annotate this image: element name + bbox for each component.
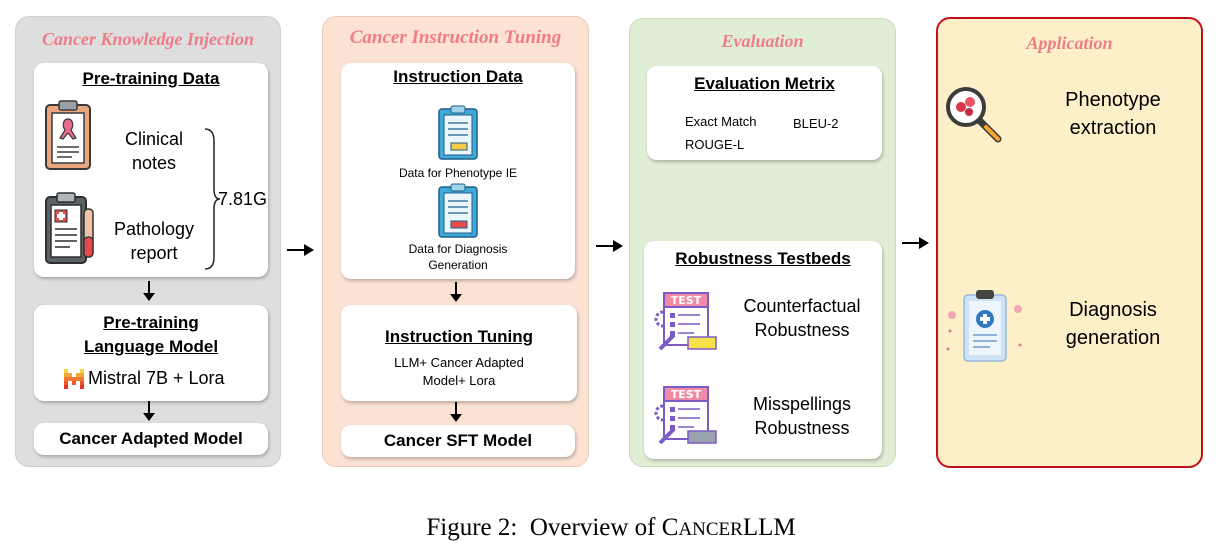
svg-text:TEST: TEST (671, 294, 702, 307)
robustness-testbeds-title: Robustness Testbeds (675, 249, 851, 268)
diagnosis-data-label-line2: Generation (428, 258, 488, 272)
caption-cap-c: C (661, 514, 679, 541)
pretraining-model-title-line2: Language Model (83, 337, 219, 356)
evaluation-title: Evaluation (721, 31, 804, 51)
phenotype-data-label: Data for Phenotype IE (398, 166, 518, 180)
pathology-report-icon (45, 192, 94, 264)
knowledge-injection-title: Cancer Knowledge Injection (41, 29, 254, 49)
clinical-notes-line1: Clinical (124, 129, 184, 149)
evaluation-metrics-card: Evaluation Metrix Exact Match BLEU-2 ROU… (647, 66, 882, 160)
cancer-sft-model-label: Cancer SFT Model (383, 431, 533, 450)
instruction-tuning-card-title: Instruction Tuning (385, 327, 533, 346)
evaluation-metrics-title: Evaluation Metrix (694, 74, 835, 93)
instruction-tuning-desc-line1: LLM+ Cancer Adapted (394, 355, 524, 370)
model-name: Mistral 7B + Lora (88, 368, 225, 388)
pretraining-data-card: Pre-training Data Clinical notes (34, 63, 268, 277)
counterfactual-test-icon: TEST (654, 292, 717, 351)
instruction-tuning-panel: Cancer Instruction Tuning Instruction Da… (322, 16, 589, 467)
svg-text:TEST: TEST (671, 388, 702, 401)
caption-suffix: LLM (742, 514, 796, 541)
pretraining-data-title: Pre-training Data (82, 69, 220, 88)
application-title: Application (1026, 33, 1113, 53)
instruction-tuning-desc-line2: Model+ Lora (422, 373, 496, 388)
pathology-report-line2: report (130, 243, 178, 263)
clinical-notes-line2: notes (131, 153, 177, 173)
pretraining-model-title-line1: Pre-training (103, 313, 199, 332)
counterfactual-line2: Robustness (754, 320, 850, 340)
caption-small-caps: ANCER (678, 519, 743, 540)
magnifier-icon (946, 87, 1002, 143)
cancer-adapted-model-card: Cancer Adapted Model (34, 423, 268, 455)
cancer-sft-model-card: Cancer SFT Model (341, 425, 575, 457)
application-panel: Application Phenotype extraction Diagnos… (936, 17, 1203, 468)
pathology-report-line1: Pathology (113, 219, 195, 239)
pretraining-model-card: Pre-training Language Model Mistral 7B +… (34, 305, 268, 401)
data-brace (204, 128, 221, 270)
misspellings-line2: Robustness (754, 418, 850, 438)
instruction-data-card: Instruction Data Data for Phenotype IE D… (341, 63, 575, 279)
arrow-injection-to-instruction (287, 244, 314, 256)
caption-prefix: Figure 2: Overview of (426, 514, 662, 541)
phenotype-extraction-line2: extraction (1069, 117, 1157, 139)
figure-caption: Figure 2: Overview of CANCERLLM (0, 514, 1222, 542)
diagnosis-generation-line1: Diagnosis (1069, 299, 1157, 321)
cancer-adapted-model-label: Cancer Adapted Model (59, 429, 243, 448)
phenotype-data-icon (438, 105, 478, 160)
metric-exact-match: Exact Match (685, 114, 757, 129)
diagnosis-data-icon (438, 183, 478, 238)
arrow-instruction-data-to-tuning (450, 282, 462, 302)
robustness-testbeds-card: Robustness Testbeds TEST Counterfactual … (644, 241, 882, 459)
mistral-logo-icon (64, 369, 84, 389)
diagnosis-clipboard-icon (946, 290, 1022, 362)
evaluation-panel: Evaluation Evaluation Metrix Exact Match… (629, 18, 896, 467)
misspellings-test-icon: TEST (654, 386, 717, 445)
diagnosis-generation-line2: generation (1065, 327, 1161, 349)
arrow-tuning-to-sft (450, 402, 462, 422)
metric-bleu-2: BLEU-2 (793, 116, 839, 131)
phenotype-extraction-line1: Phenotype (1065, 89, 1161, 111)
metric-rouge-l: ROUGE-L (685, 137, 745, 152)
knowledge-injection-panel: Cancer Knowledge Injection Pre-training … (15, 16, 281, 467)
arrow-instruction-to-evaluation (596, 240, 623, 252)
arrow-data-to-model (143, 281, 155, 301)
misspellings-line1: Misspellings (752, 394, 852, 414)
clinical-notes-icon (45, 100, 91, 170)
diagnosis-data-label-line1: Data for Diagnosis (408, 242, 508, 256)
arrow-evaluation-to-application (902, 237, 929, 249)
counterfactual-line1: Counterfactual (743, 296, 861, 316)
instruction-tuning-title: Cancer Instruction Tuning (349, 27, 562, 48)
instruction-data-title: Instruction Data (393, 67, 523, 86)
arrow-model-to-adapted (143, 401, 155, 421)
instruction-tuning-card: Instruction Tuning LLM+ Cancer Adapted M… (341, 305, 577, 401)
data-size: 7.81G (218, 189, 268, 209)
